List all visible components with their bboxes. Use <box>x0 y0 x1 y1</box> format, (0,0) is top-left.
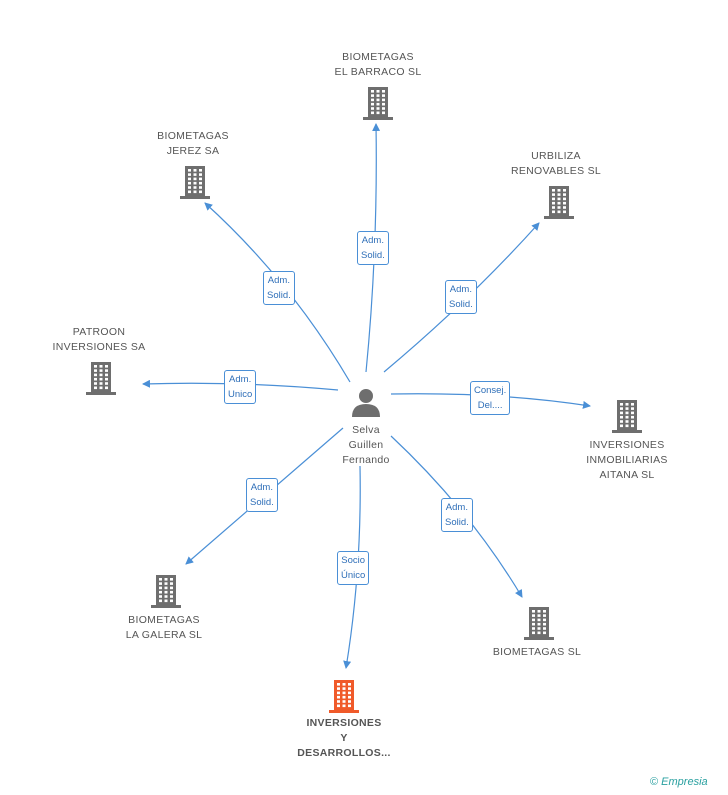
company-node-biometagas[interactable] <box>523 606 555 645</box>
company-node-jerez[interactable] <box>179 165 211 204</box>
company-label-line: URBILIZA <box>531 150 581 162</box>
relation-label-jerez[interactable]: Adm. Solid. <box>263 271 295 305</box>
person-icon <box>352 389 380 417</box>
company-label-line: LA GALERA SL <box>125 629 203 641</box>
person-name-line: Guillen <box>348 439 384 451</box>
building-icon <box>544 186 574 219</box>
company-label-la-galera[interactable]: BIOMETAGAS LA GALERA SL <box>99 613 229 643</box>
relation-label-line: Adm. <box>250 482 273 493</box>
company-node-el-barraco[interactable] <box>362 86 394 125</box>
credit: © Empresia <box>650 776 708 788</box>
brand-name: Empresia <box>661 776 708 788</box>
relation-label-line: Unico <box>228 389 253 400</box>
company-label-el-barraco[interactable]: BIOMETAGAS EL BARRACO SL <box>313 50 443 80</box>
relation-label-line: Adm. <box>361 235 384 246</box>
company-label-biometagas[interactable]: BIOMETAGAS SL <box>472 645 602 660</box>
company-label-line: RENOVABLES SL <box>510 165 602 177</box>
company-label-aitana[interactable]: INVERSIONES INMOBILIARIAS AITANA SL <box>562 438 692 483</box>
person-name-line: Selva <box>352 424 380 436</box>
company-label-inversiones-desarrollos[interactable]: INVERSIONES Y DESARROLLOS... <box>279 716 409 761</box>
relation-label-line: Del.... <box>477 400 503 411</box>
company-label-urbiliza[interactable]: URBILIZA RENOVABLES SL <box>491 149 621 179</box>
building-icon <box>363 87 393 120</box>
relation-label-line: Adm. <box>267 275 290 286</box>
relation-label-line: Adm. <box>449 284 472 295</box>
building-icon <box>524 607 554 640</box>
company-label-line: JEREZ SA <box>166 145 220 157</box>
relation-label-line: Solid. <box>250 497 274 508</box>
company-label-line: INVERSIONES <box>589 439 665 451</box>
company-label-patroon[interactable]: PATROON INVERSIONES SA <box>34 325 164 355</box>
relation-label-aitana[interactable]: Consej. Del.... <box>470 381 511 415</box>
relation-label-patroon[interactable]: Adm. Unico <box>224 370 257 404</box>
building-icon <box>86 362 116 395</box>
relation-label-line: Solid. <box>445 517 469 528</box>
relation-label-biometagas[interactable]: Adm. Solid. <box>441 498 473 532</box>
relation-label-la-galera[interactable]: Adm. Solid. <box>246 478 278 512</box>
company-node-inversiones-desarrollos[interactable] <box>328 679 360 718</box>
company-label-line: AITANA SL <box>599 469 655 481</box>
company-node-urbiliza[interactable] <box>543 185 575 224</box>
relation-label-urbiliza[interactable]: Adm. Solid. <box>445 280 477 314</box>
company-node-la-galera[interactable] <box>150 574 182 613</box>
company-label-line: PATROON <box>72 326 126 338</box>
copyright-symbol: © <box>650 776 659 788</box>
company-label-line: EL BARRACO SL <box>334 66 422 78</box>
relation-label-line: Socio <box>341 555 366 566</box>
relation-label-line: Solid. <box>361 250 385 261</box>
company-label-line: DESARROLLOS... <box>297 747 391 759</box>
company-label-line: BIOMETAGAS <box>342 51 414 63</box>
relation-label-line: Solid. <box>449 299 473 310</box>
relation-label-line: Adm. <box>445 502 468 513</box>
building-icon <box>612 400 642 433</box>
company-label-line: BIOMETAGAS SL <box>492 646 582 658</box>
company-label-line: Y <box>340 732 348 744</box>
relation-label-el-barraco[interactable]: Adm. Solid. <box>357 231 389 265</box>
company-label-line: INMOBILIARIAS <box>586 454 668 466</box>
relation-label-line: Consej. <box>474 385 507 396</box>
company-label-line: INVERSIONES SA <box>52 341 146 353</box>
company-node-aitana[interactable] <box>611 399 643 438</box>
person-node[interactable] <box>351 387 381 422</box>
company-label-line: INVERSIONES <box>306 717 382 729</box>
relation-label-line: Adm. <box>229 374 252 385</box>
building-icon <box>180 166 210 199</box>
company-label-line: BIOMETAGAS <box>128 614 200 626</box>
relation-label-line: Solid. <box>267 290 291 301</box>
company-node-patroon[interactable] <box>85 361 117 400</box>
building-icon <box>151 575 181 608</box>
company-label-jerez[interactable]: BIOMETAGAS JEREZ SA <box>128 129 258 159</box>
person-name-line: Fernando <box>342 454 390 466</box>
relation-label-line: Único <box>341 570 366 581</box>
company-label-line: BIOMETAGAS <box>157 130 229 142</box>
building-icon <box>329 680 359 713</box>
